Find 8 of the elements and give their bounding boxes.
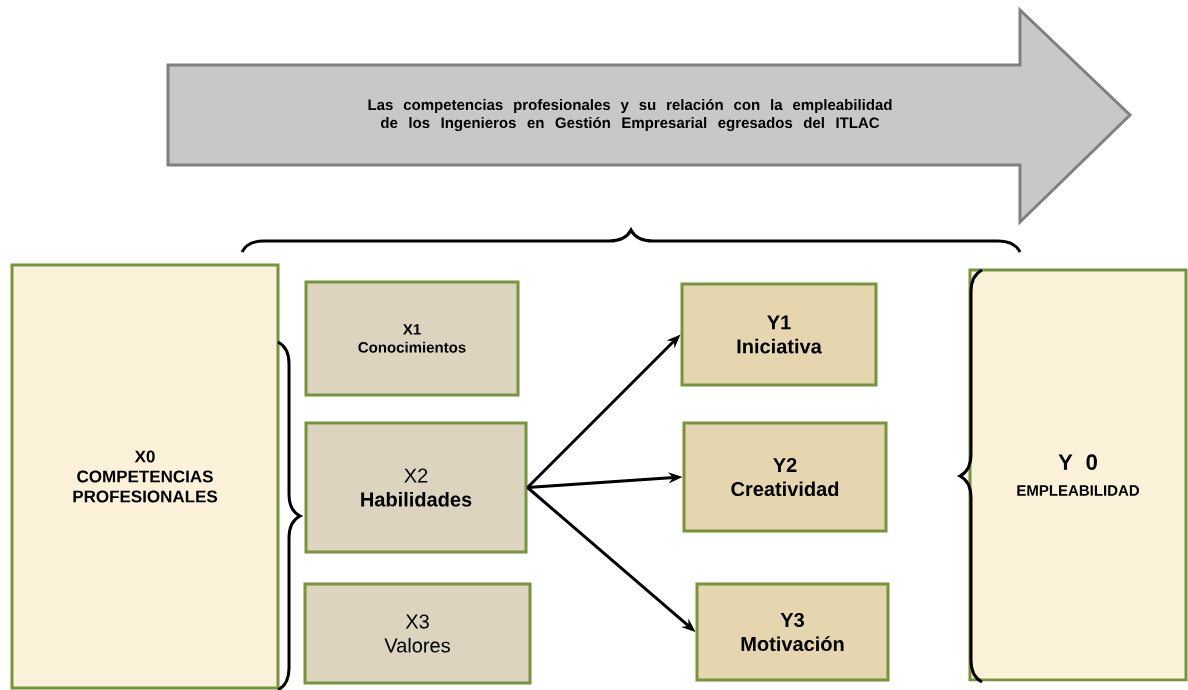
dimension-box: X1 Conocimientos [304, 280, 520, 397]
dimension-box: Y1 Iniciativa [680, 282, 878, 387]
dimension-box: X3 Valores [303, 582, 532, 685]
dimension-box: Y3 Motivación [695, 582, 890, 682]
dimension-box: Y2 Creatividad [682, 421, 888, 533]
concept-box: Y 0 EMPLEABILIDAD [968, 268, 1188, 682]
concept-box: X0 COMPETENCIAS PROFESIONALES [10, 263, 280, 690]
dimension-box: X2 Habilidades [304, 421, 528, 554]
